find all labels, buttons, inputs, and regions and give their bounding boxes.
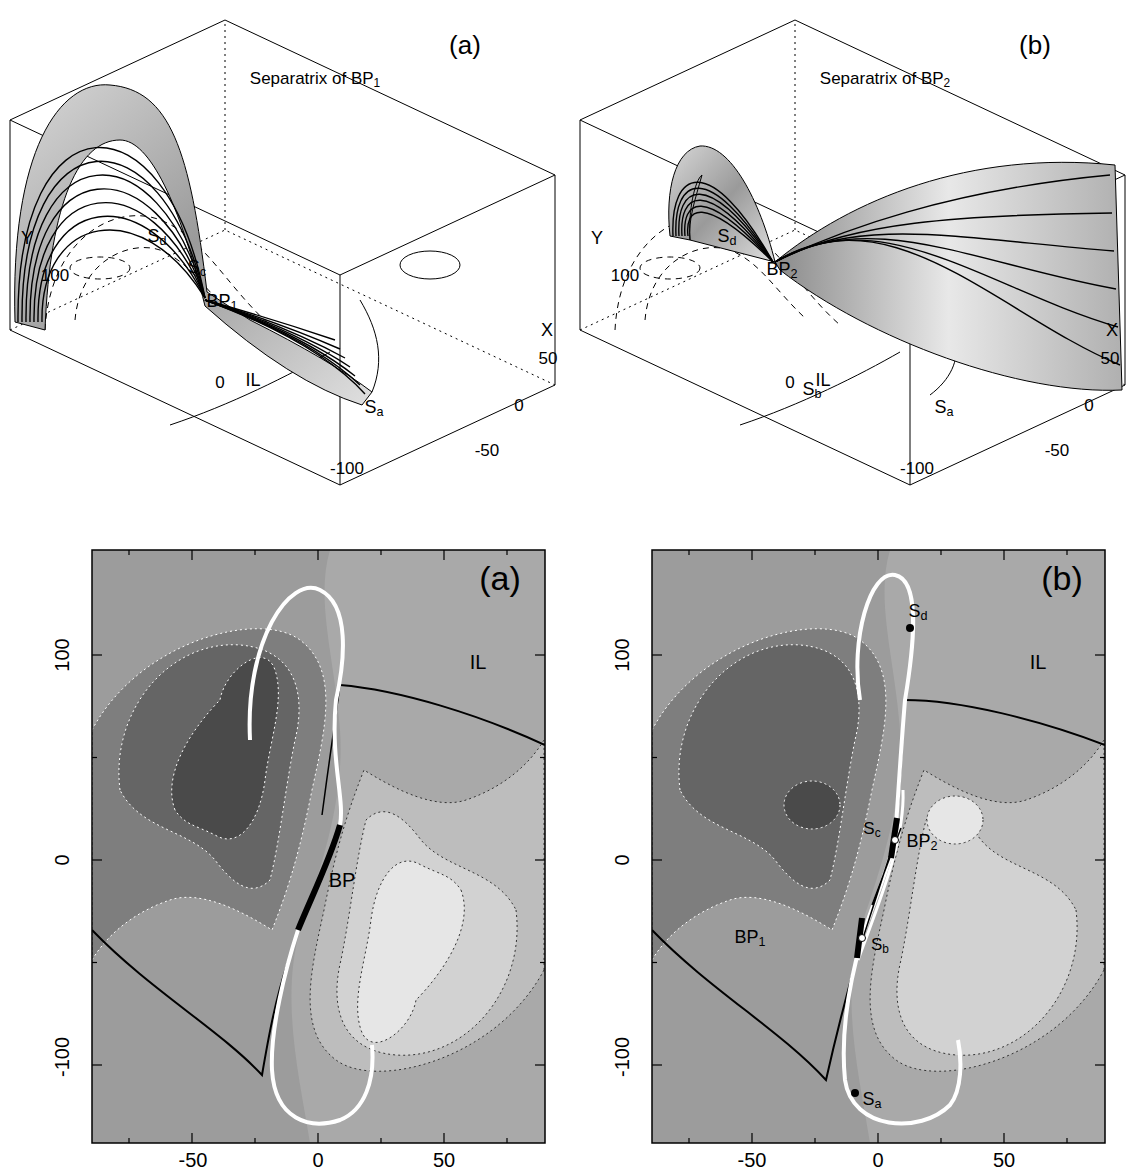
figure-label: BP2: [766, 260, 797, 281]
figure-label: X: [541, 321, 553, 339]
figure-label: Separatrix of BP2: [820, 70, 950, 90]
plot-frame: [652, 550, 1105, 1143]
figure-label: Sa: [364, 398, 383, 419]
axis-ticks: [92, 550, 1105, 1143]
surface-line: [688, 212, 773, 262]
figure-label: 50: [539, 350, 558, 367]
figure-label: (a): [449, 32, 481, 58]
figure-label: Separatrix of BP1: [250, 70, 380, 90]
surface-line: [775, 213, 1112, 262]
figure-label: -100: [330, 460, 364, 477]
figure-label: 100: [41, 267, 69, 284]
surface-line: [676, 188, 773, 262]
surface-line: [30, 189, 205, 322]
figure-label: -50: [179, 1150, 208, 1170]
figure-label: (b): [1041, 561, 1083, 595]
separatrix-surface: [15, 85, 372, 405]
figure-label: Sc: [863, 820, 880, 840]
figure-label: (b): [1019, 32, 1051, 58]
surface-line: [775, 239, 1116, 289]
surface-line: [682, 200, 773, 262]
figure-label: 100: [52, 638, 72, 671]
surface-line: [18, 147, 205, 322]
figure-label: Y: [21, 229, 33, 247]
figure-label: 0: [312, 1150, 323, 1170]
figure-label: BP1: [734, 928, 765, 949]
figure-label: -50: [1045, 442, 1070, 459]
field-map: [92, 550, 545, 1143]
figure-label: -100: [612, 1037, 632, 1077]
figure-label: IL: [470, 652, 487, 672]
figure-label: -50: [475, 442, 500, 459]
figure-label: Sb: [871, 936, 889, 956]
figure-label: -100: [52, 1037, 72, 1077]
surface-line: [38, 216, 205, 322]
figure-label: (a): [479, 561, 521, 595]
figure-label: 50: [1101, 350, 1120, 367]
figure-label: Sd: [147, 227, 166, 248]
surface-line: [22, 161, 205, 322]
figure-label: Y: [591, 229, 603, 247]
figure-label: 100: [611, 267, 639, 284]
box-3d: [580, 20, 1125, 485]
figure-label: Sd: [717, 227, 736, 248]
separatrix-surface: [669, 146, 775, 262]
figure-label: 0: [1084, 397, 1093, 414]
figure-label: IL: [815, 371, 830, 389]
figure-label: 0: [52, 854, 72, 865]
figure-label: -50: [738, 1150, 767, 1170]
figure-label: Sc: [188, 258, 206, 279]
surface-line: [685, 206, 773, 262]
figure-label: 0: [514, 397, 523, 414]
figure-label: 0: [215, 374, 224, 391]
figure-label: 50: [993, 1150, 1015, 1170]
surface-line: [775, 240, 1120, 365]
surface-line: [775, 175, 1110, 262]
figure-label: 0: [872, 1150, 883, 1170]
surface-line: [673, 182, 773, 262]
plot-frame: [92, 550, 545, 1143]
figure-label: BP2: [906, 832, 937, 853]
figure-label: -100: [900, 460, 934, 477]
figure-label: IL: [245, 371, 260, 389]
surface-line: [205, 300, 360, 385]
surface-line: [34, 203, 205, 322]
figure-label: Sa: [934, 398, 953, 419]
figure-label: 100: [612, 638, 632, 671]
figure-label: 0: [785, 374, 794, 391]
surface-line: [775, 240, 1118, 327]
figure-label: Sa: [862, 1090, 881, 1111]
figure-label: 50: [433, 1150, 455, 1170]
surface-lines: [18, 147, 365, 394]
figure-label: Sd: [908, 602, 927, 623]
figure-label: IL: [1030, 652, 1047, 672]
figure-label: BP: [329, 870, 356, 890]
field-map: [652, 550, 1105, 1143]
surface-line: [679, 194, 773, 262]
box-3d: [10, 20, 555, 485]
surface-line: [205, 300, 365, 394]
figure-label: BP1: [206, 292, 237, 313]
surface-line: [26, 175, 205, 322]
separatrix-surface: [775, 162, 1122, 390]
surface-lines: [673, 175, 1120, 365]
figure-label: X: [1106, 321, 1118, 339]
base-contours: [45, 216, 460, 425]
figure-label: 0: [612, 854, 632, 865]
